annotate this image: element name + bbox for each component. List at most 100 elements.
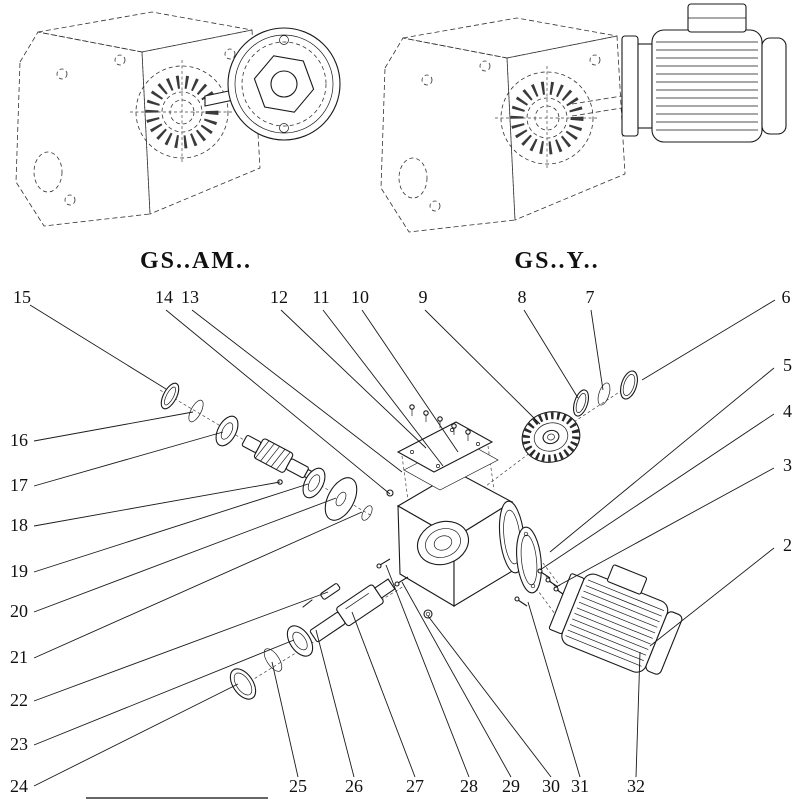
gasket-hole-2 <box>530 583 536 589</box>
leader-line-31 <box>527 601 581 778</box>
leader-line-29 <box>401 581 512 778</box>
leader-line-19 <box>33 483 309 573</box>
output-bearing-inner <box>292 631 308 651</box>
callout-24: 24 <box>10 776 28 796</box>
shim-disc-bore <box>335 491 347 507</box>
retaining-ring-input <box>188 399 204 423</box>
ball-bearing-input-front-inner <box>220 422 234 440</box>
callout-4: 4 <box>783 401 792 421</box>
callout-23: 23 <box>10 734 28 754</box>
mounting-screw-shafts <box>540 571 575 606</box>
leader-line-9 <box>424 309 541 425</box>
shim-disc <box>324 477 358 521</box>
leader-line-17 <box>33 431 224 487</box>
am-housing-top-face <box>37 11 253 53</box>
drain-plug <box>423 609 433 619</box>
callout-7: 7 <box>586 287 595 307</box>
callout-14: 14 <box>155 287 173 307</box>
leader-line-6 <box>641 299 776 381</box>
am-housing-front-face <box>15 31 151 227</box>
am-bolt-boss-2 <box>114 54 126 66</box>
leader-line-13 <box>191 309 403 473</box>
leader-line-8 <box>523 309 579 399</box>
cover-bolts <box>409 404 471 441</box>
callout-5: 5 <box>783 355 792 375</box>
motor-flange-gasket <box>516 526 542 594</box>
leader-line-23 <box>33 639 295 746</box>
leader-line-21 <box>33 511 363 659</box>
input-seal-stack <box>160 382 239 447</box>
leader-lines <box>29 299 776 787</box>
motor-exp-fins <box>565 579 665 667</box>
variant-label-am: GS..AM.. <box>140 248 252 274</box>
gearbox-drawing-y <box>380 3 787 233</box>
cover-bolt-head-2 <box>423 410 429 416</box>
motor-adapter <box>637 43 653 129</box>
ball-bearing-input-rear-inner <box>307 474 321 492</box>
leader-line-10 <box>361 309 459 453</box>
flange-hole-bottom <box>279 123 289 133</box>
housing-cover-assembly <box>386 404 499 497</box>
callout-8: 8 <box>518 287 527 307</box>
housing-bore-outer <box>416 520 470 566</box>
leader-line-30 <box>427 615 552 778</box>
cover-drop-line-2 <box>487 445 495 491</box>
callout-27: 27 <box>406 776 424 796</box>
housing-bore-mid <box>425 528 461 558</box>
small-screw-head-1 <box>376 563 382 569</box>
callout-21: 21 <box>10 647 28 667</box>
spacer-ring <box>361 505 373 521</box>
output-shaft <box>309 578 396 643</box>
leader-line-2 <box>649 547 775 647</box>
output-circlip <box>263 648 283 672</box>
y-bolt-boss-3 <box>589 54 601 66</box>
leader-line-32 <box>635 651 641 778</box>
cover-hole-2 <box>450 428 454 432</box>
callout-10: 10 <box>351 287 369 307</box>
callout-28: 28 <box>460 776 478 796</box>
callout-6: 6 <box>782 287 791 307</box>
callout-17: 17 <box>10 475 28 495</box>
leader-line-18 <box>33 481 281 527</box>
ball-bearing-input-front <box>215 415 239 447</box>
leader-line-25 <box>271 661 299 778</box>
am-bolt-boss-3 <box>224 48 236 60</box>
gear-housing <box>396 471 526 607</box>
flange-center-bore <box>270 70 298 98</box>
leader-line-15 <box>29 304 167 390</box>
motor-front-flange <box>621 35 639 137</box>
variant-label-y: GS..Y.. <box>514 248 599 274</box>
leader-line-12 <box>280 309 427 449</box>
motor-body <box>651 29 763 143</box>
callout-26: 26 <box>345 776 363 796</box>
ball-bearing-input-rear <box>302 467 326 499</box>
am-bolt-boss-4 <box>64 194 76 206</box>
small-screws <box>376 558 528 607</box>
motor-cooling-fins <box>656 41 758 131</box>
y-housing-top-face <box>402 17 618 59</box>
gear-wheel-bore <box>547 433 555 441</box>
leader-line-28 <box>385 564 470 778</box>
shaft-key <box>320 583 341 600</box>
callout-18: 18 <box>10 515 28 535</box>
gear-washer-bore <box>575 393 587 413</box>
flange-rim-circle <box>234 34 334 134</box>
breather-plug <box>386 489 394 497</box>
leader-line-24 <box>33 683 239 787</box>
callout-30: 30 <box>542 776 560 796</box>
leader-line-7 <box>590 309 604 391</box>
exploded-parts <box>160 370 683 700</box>
callout-11: 11 <box>312 287 329 307</box>
leader-line-4 <box>539 413 775 571</box>
flange-hexagon <box>253 55 315 113</box>
oil-seal-input-inner <box>164 386 176 406</box>
output-shaft-end <box>374 578 396 599</box>
callout-3: 3 <box>783 455 792 475</box>
cover-bolt-head-5 <box>465 429 471 435</box>
am-bolt-boss-1 <box>56 68 68 80</box>
gear-circlip <box>597 382 611 406</box>
callout-2: 2 <box>783 535 792 555</box>
y-bolt-boss-1 <box>421 74 433 86</box>
callout-19: 19 <box>10 561 28 581</box>
